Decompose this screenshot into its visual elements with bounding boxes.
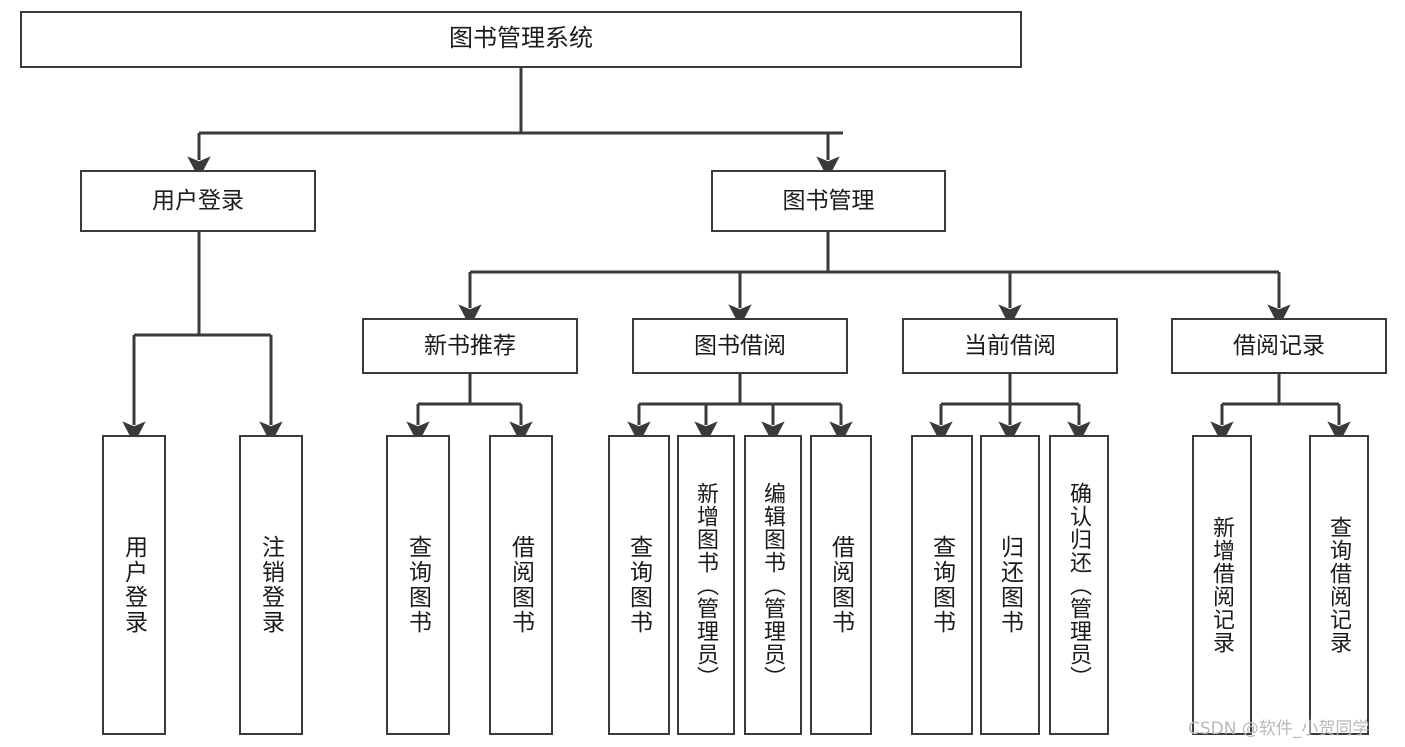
node-current-borrow[interactable]: 当前借阅 <box>902 318 1118 374</box>
leaf-query-book-borrow[interactable]: 查询图书 <box>608 435 670 735</box>
leaf-user-logout[interactable]: 注销登录 <box>239 435 303 735</box>
node-label: 新增图书（管理员） <box>694 481 719 689</box>
leaf-query-book-current[interactable]: 查询图书 <box>911 435 973 735</box>
node-book-management[interactable]: 图书管理 <box>711 170 946 232</box>
node-label: 查询图书 <box>626 535 653 635</box>
node-label: 借阅图书 <box>508 535 535 635</box>
leaf-confirm-return-admin[interactable]: 确认归还（管理员） <box>1049 435 1109 735</box>
node-label: 图书借阅 <box>694 332 786 359</box>
node-root-system[interactable]: 图书管理系统 <box>20 11 1022 68</box>
node-new-book-recommend[interactable]: 新书推荐 <box>362 318 578 374</box>
node-label: 新书推荐 <box>424 332 516 359</box>
node-label: 编辑图书（管理员） <box>761 481 786 689</box>
node-label: 借阅记录 <box>1233 332 1325 359</box>
node-book-borrow[interactable]: 图书借阅 <box>632 318 848 374</box>
node-user-login[interactable]: 用户登录 <box>80 170 316 232</box>
node-label: 注销登录 <box>258 535 285 635</box>
node-label: 查询图书 <box>929 535 956 635</box>
node-label: 用户登录 <box>152 187 244 214</box>
node-label: 当前借阅 <box>964 332 1056 359</box>
node-label: 图书管理 <box>782 187 875 214</box>
node-label: 用户登录 <box>121 535 148 635</box>
leaf-add-borrow-record[interactable]: 新增借阅记录 <box>1192 435 1252 735</box>
node-label: 查询借阅记录 <box>1327 516 1352 654</box>
leaf-edit-book-admin[interactable]: 编辑图书（管理员） <box>744 435 802 735</box>
leaf-user-login[interactable]: 用户登录 <box>102 435 166 735</box>
node-label: 新增借阅记录 <box>1210 516 1235 654</box>
node-borrow-records[interactable]: 借阅记录 <box>1171 318 1387 374</box>
node-label: 图书管理系统 <box>449 25 593 53</box>
leaf-borrow-book[interactable]: 借阅图书 <box>810 435 872 735</box>
leaf-return-book[interactable]: 归还图书 <box>980 435 1040 735</box>
node-label: 归还图书 <box>997 535 1024 635</box>
leaf-query-book-recommend[interactable]: 查询图书 <box>386 435 450 735</box>
leaf-add-book-admin[interactable]: 新增图书（管理员） <box>677 435 735 735</box>
node-label: 借阅图书 <box>828 535 855 635</box>
leaf-borrow-book-recommend[interactable]: 借阅图书 <box>489 435 553 735</box>
node-label: 确认归还（管理员） <box>1067 481 1092 689</box>
csdn-watermark: CSDN @软件_小贺同学 <box>1188 719 1370 739</box>
leaf-query-borrow-record[interactable]: 查询借阅记录 <box>1309 435 1369 735</box>
node-label: 查询图书 <box>405 535 432 635</box>
